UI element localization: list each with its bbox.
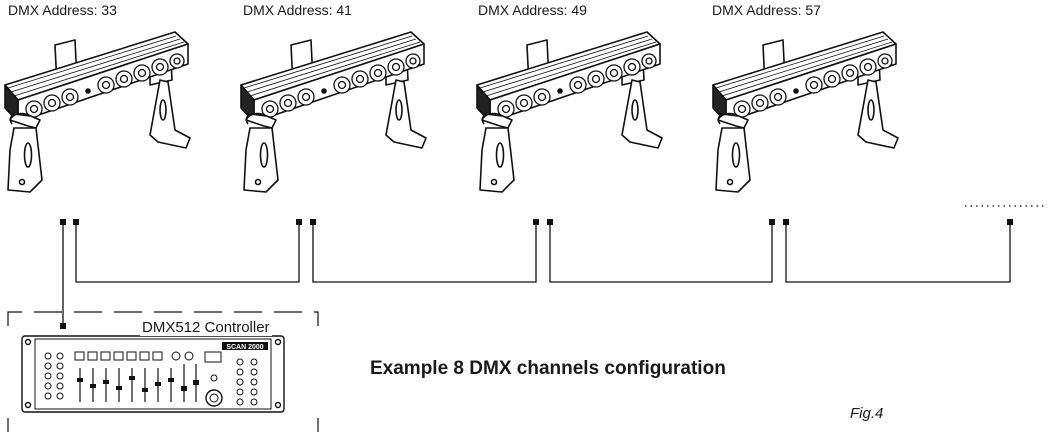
controller-label: DMX512 Controller xyxy=(140,319,272,336)
fixture-3-address-label: DMX Address: 49 xyxy=(478,2,587,18)
fixture-4-address-label: DMX Address: 57 xyxy=(712,2,821,18)
dmx-controller: SCAN 2000 xyxy=(21,335,285,413)
controller-enclosure xyxy=(7,311,319,432)
cable-connectors xyxy=(60,219,1013,329)
light-fixture-3 xyxy=(476,31,663,193)
dmx-cables xyxy=(62,222,1011,326)
light-fixture-2 xyxy=(240,31,427,193)
controller-brand: SCAN 2000 xyxy=(226,344,263,351)
diagram-caption: Example 8 DMX channels configuration xyxy=(370,358,726,379)
light-fixture-4 xyxy=(712,31,899,193)
light-fixture-1 xyxy=(4,31,191,193)
fixture-1-address-label: DMX Address: 33 xyxy=(8,2,117,18)
fixture-2-address-label: DMX Address: 41 xyxy=(243,2,352,18)
figure-label: Fig.4 xyxy=(850,405,884,422)
